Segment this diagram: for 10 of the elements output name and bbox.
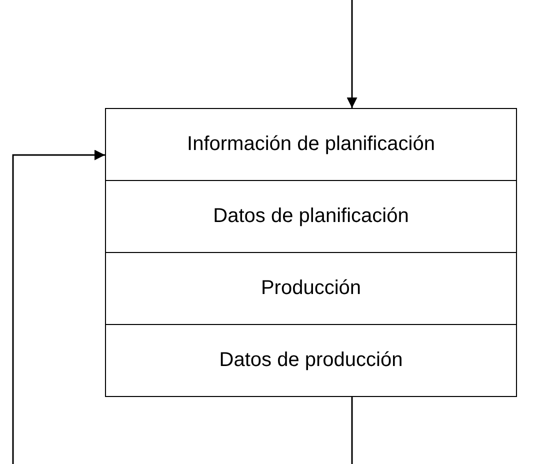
- arrow: [12, 150, 353, 464]
- box-label: Información de planificación: [187, 133, 435, 156]
- box-label: Producción: [260, 277, 362, 300]
- process-box: [105, 252, 517, 325]
- process-box: [105, 180, 517, 253]
- arrow: [346, 0, 358, 108]
- box-label: Datos de planificación: [213, 205, 409, 228]
- process-box: [105, 108, 517, 181]
- box-label: Datos de producción: [219, 349, 403, 372]
- process-box: [105, 324, 517, 397]
